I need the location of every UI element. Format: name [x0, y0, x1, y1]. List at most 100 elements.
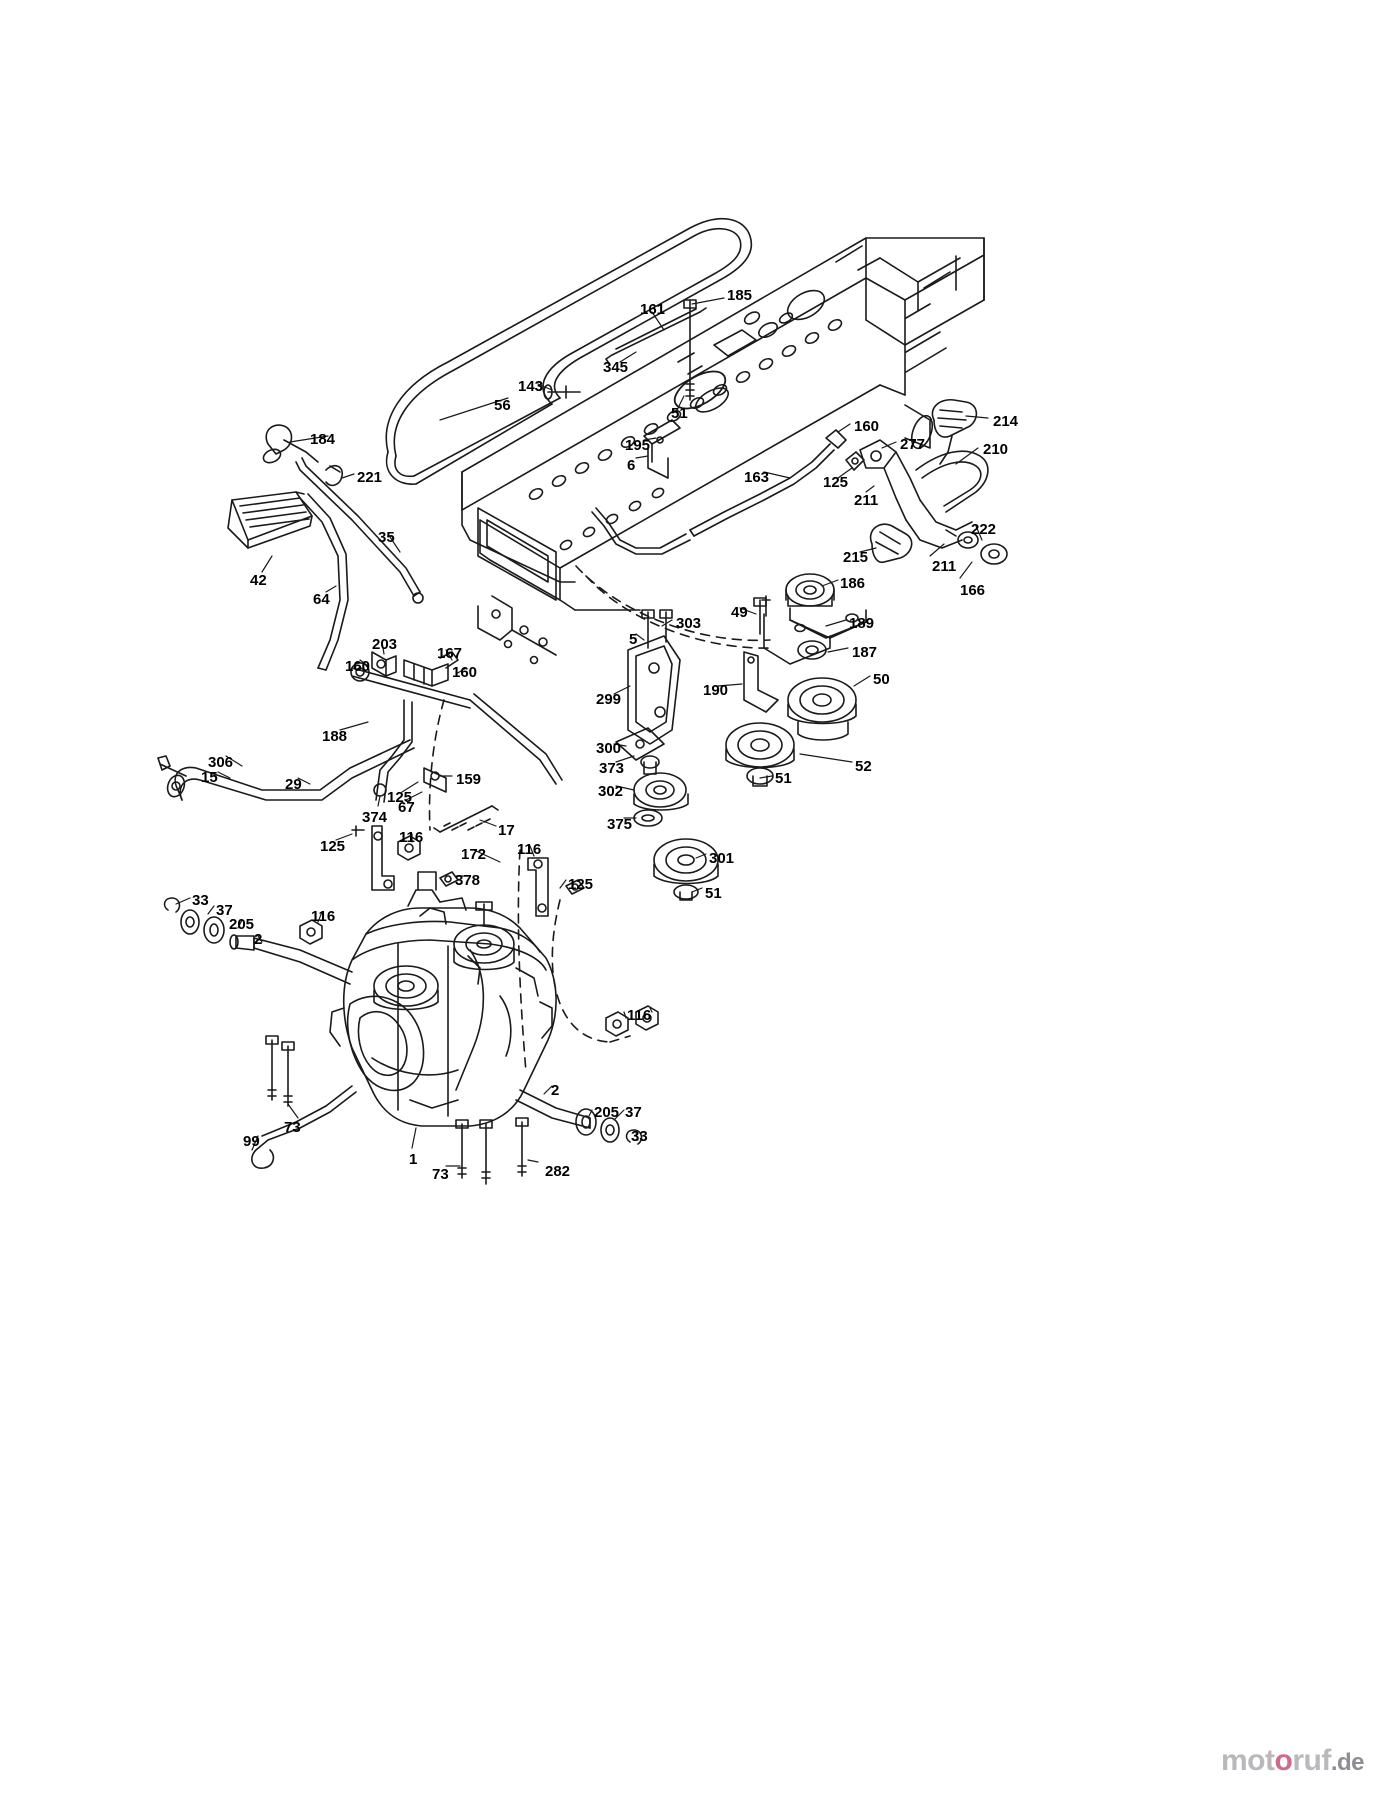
pedal-42 — [227, 491, 313, 549]
callout-282: 282 — [545, 1163, 571, 1180]
callout-33: 33 — [192, 892, 209, 909]
knob-184 — [262, 424, 319, 464]
callout-35: 35 — [378, 529, 395, 546]
callout-161: 161 — [640, 301, 666, 318]
callout-5: 5 — [629, 631, 638, 648]
callout-125: 125 — [823, 474, 849, 491]
callout-116: 116 — [399, 829, 424, 846]
callout-299: 299 — [596, 691, 622, 708]
callout-125: 125 — [568, 876, 594, 893]
callout-37: 37 — [216, 902, 233, 919]
callout-214: 214 — [993, 413, 1019, 430]
dashed-belt-routing — [428, 565, 773, 1073]
pulley-50 — [787, 677, 857, 741]
callout-203: 203 — [372, 636, 398, 653]
bolt-143 — [543, 384, 581, 400]
callout-42: 42 — [250, 572, 267, 589]
callout-2: 2 — [551, 1082, 560, 1099]
callout-99: 99 — [243, 1133, 260, 1150]
callout-172: 172 — [461, 846, 487, 863]
bracket-299-300 — [615, 609, 681, 775]
callout-211: 211 — [932, 558, 957, 575]
watermark-prefix: mot — [1220, 1744, 1275, 1777]
leader-lines — [175, 297, 989, 1167]
callout-125: 125 — [387, 789, 413, 806]
callout-185: 185 — [727, 287, 753, 304]
callout-167: 167 — [437, 645, 463, 662]
callout-345: 345 — [603, 359, 629, 376]
callout-51: 51 — [775, 770, 792, 787]
callout-166: 166 — [960, 582, 986, 599]
brake-linkage — [591, 398, 1008, 565]
callout-160: 160 — [452, 664, 478, 681]
callout-116: 116 — [627, 1007, 652, 1024]
callout-6: 6 — [627, 457, 636, 474]
callout-64: 64 — [313, 591, 330, 608]
callout-1: 1 — [409, 1151, 418, 1168]
transaxle-assembly — [163, 871, 643, 1185]
pulley-301 — [653, 838, 719, 901]
callout-159: 159 — [456, 771, 482, 788]
bracket-189-187 — [743, 595, 831, 713]
callout-143: 143 — [518, 378, 544, 395]
callout-301: 301 — [709, 850, 735, 867]
bolt-49 — [753, 597, 767, 635]
callout-211: 211 — [854, 492, 879, 509]
callout-373: 373 — [599, 760, 625, 777]
callout-73: 73 — [432, 1166, 449, 1183]
bolt-185 — [683, 299, 697, 401]
callout-15: 15 — [201, 769, 218, 786]
callout-189: 189 — [849, 615, 875, 632]
callout-205: 205 — [594, 1104, 620, 1121]
callout-49: 49 — [731, 604, 748, 621]
callout-187: 187 — [852, 644, 878, 661]
drive-belt — [385, 218, 753, 485]
clip-221 — [325, 464, 344, 487]
nuts-116 — [299, 835, 659, 1037]
watermark-suffix: ruf — [1292, 1744, 1331, 1777]
spring-161 — [605, 307, 707, 366]
callout-160: 160 — [345, 658, 371, 675]
callout-52: 52 — [855, 758, 872, 775]
linkage-cluster — [350, 651, 563, 891]
bracket-172 — [527, 857, 585, 917]
callout-186: 186 — [840, 575, 866, 592]
callout-374: 374 — [362, 809, 388, 826]
callout-222: 222 — [971, 521, 997, 538]
callout-163: 163 — [744, 469, 770, 486]
callout-29: 29 — [285, 776, 302, 793]
callout-306: 306 — [208, 754, 234, 771]
callout-73: 73 — [284, 1119, 301, 1136]
callout-2: 2 — [254, 931, 263, 948]
callout-56: 56 — [494, 397, 511, 414]
rod-29 — [157, 739, 415, 801]
callout-67: 67 — [398, 799, 415, 816]
callout-195: 195 — [625, 437, 651, 454]
callout-277: 277 — [900, 436, 926, 453]
pulley-52 — [725, 722, 795, 787]
bracket-195 — [643, 419, 681, 479]
callout-302: 302 — [598, 783, 624, 800]
callout-190: 190 — [703, 682, 729, 699]
watermark-accent: o — [1274, 1744, 1293, 1777]
callout-17: 17 — [498, 822, 515, 839]
callout-50: 50 — [873, 671, 890, 688]
callout-37: 37 — [625, 1104, 642, 1121]
callout-116: 116 — [517, 841, 542, 858]
watermark-motoruf: motoruf.de — [1220, 1744, 1365, 1778]
callout-205: 205 — [229, 916, 255, 933]
rod-35 — [295, 457, 424, 604]
pedal-rod-64 — [299, 493, 349, 671]
callout-303: 303 — [676, 615, 702, 632]
callout-160: 160 — [854, 418, 880, 435]
callout-375: 375 — [607, 816, 633, 833]
callout-210: 210 — [983, 441, 1009, 458]
callout-378: 378 — [455, 872, 481, 889]
callout-300: 300 — [596, 740, 622, 757]
callout-51: 51 — [705, 885, 722, 902]
callout-215: 215 — [843, 549, 869, 566]
pulley-group-186 — [785, 573, 867, 639]
callout-188: 188 — [322, 728, 348, 745]
